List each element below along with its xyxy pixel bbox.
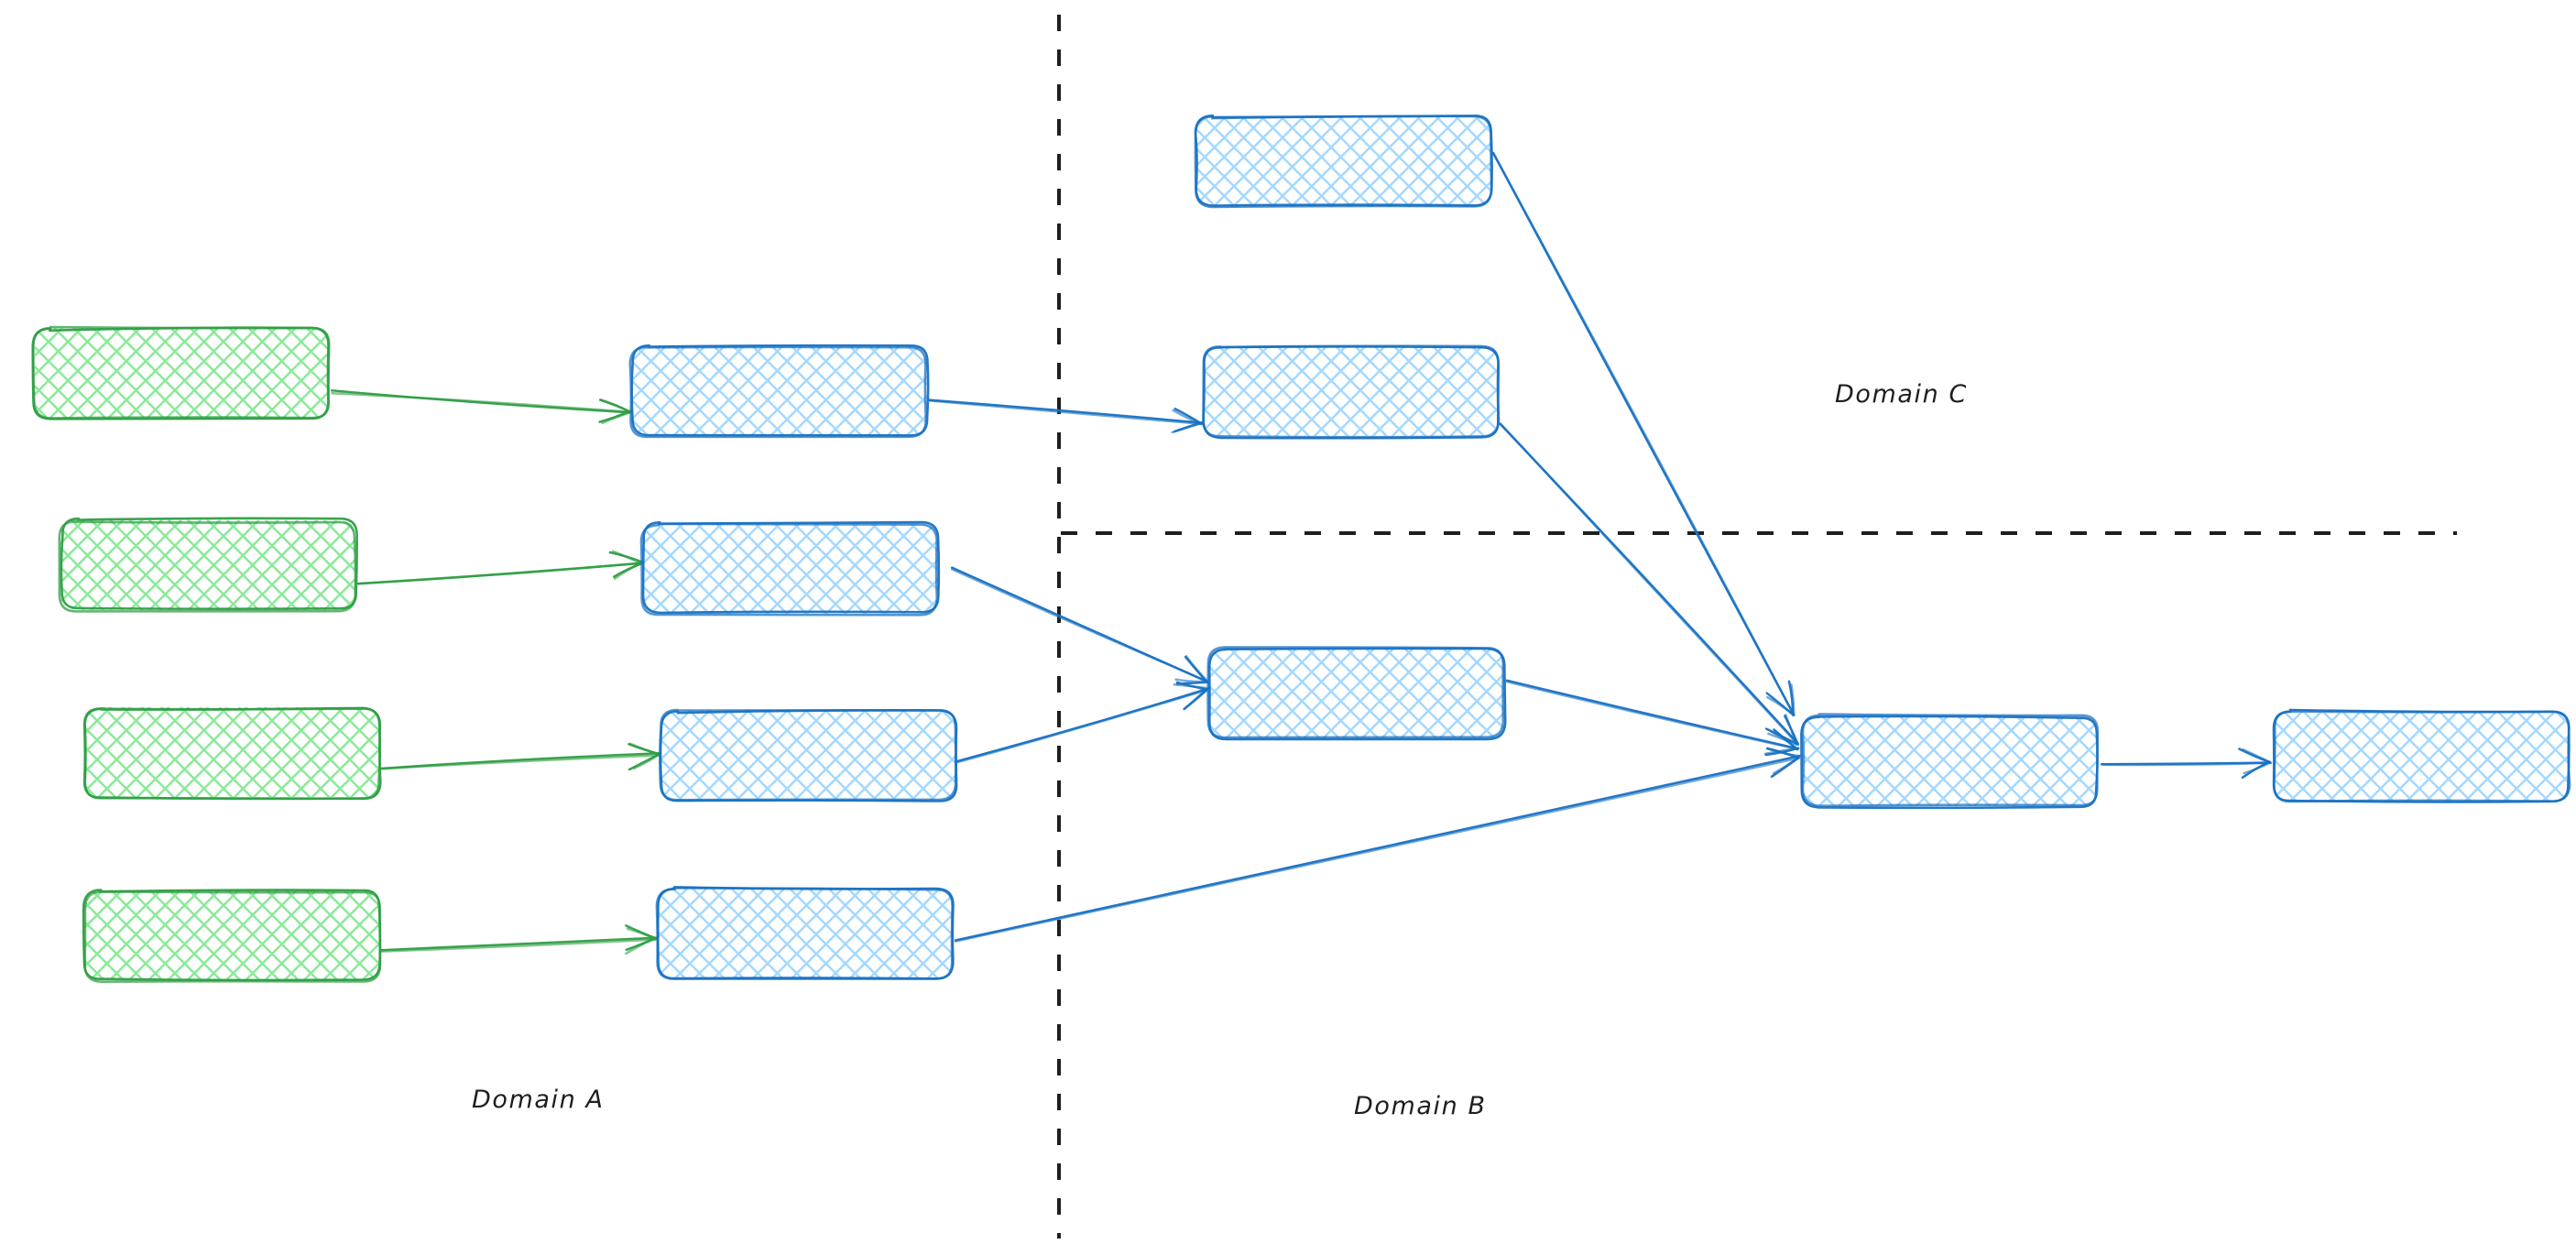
edge-e-out-end (2100, 748, 2273, 780)
node-outline (1206, 646, 1505, 739)
arrowhead-barb (1184, 655, 1209, 683)
arrowhead-barb (1790, 683, 1796, 716)
edge-line (950, 568, 1209, 683)
arrowhead-barb (2242, 748, 2273, 764)
node-outline (1801, 713, 2100, 808)
node-outline (628, 345, 928, 439)
edge-line (1499, 422, 1799, 746)
edge-line (954, 757, 1800, 943)
node-blue-a4[interactable] (655, 886, 955, 980)
edge-e-g4-a4 (380, 924, 659, 955)
node-outline (82, 889, 382, 982)
divider-layer (1057, 15, 2457, 1239)
node-blue-a1[interactable] (628, 344, 930, 439)
node-fill (1803, 715, 2098, 806)
node-outline (58, 519, 357, 613)
edge-line (380, 754, 661, 770)
node-layer (31, 114, 2571, 984)
node-blue-b1[interactable] (1206, 646, 1507, 741)
node-blue-a3[interactable] (659, 708, 958, 802)
node-outline (655, 887, 954, 980)
edge-e-c1-out (1491, 151, 1796, 717)
node-outline (83, 890, 382, 984)
node-fill (642, 523, 939, 615)
node-blue-c2[interactable] (1202, 344, 1501, 440)
arrowhead-barb (1763, 747, 1798, 756)
edge-line (358, 562, 643, 585)
node-outline (82, 707, 382, 801)
node-outline (2273, 710, 2571, 803)
arrowhead-barb (1174, 678, 1209, 683)
node-outline (32, 325, 331, 420)
arrowhead-barb (1785, 714, 1798, 746)
arrowhead-barb (598, 398, 631, 413)
edge-line (955, 687, 1210, 763)
node-blue-a2[interactable] (639, 520, 941, 617)
edge-line (1505, 680, 1800, 751)
arrowhead-barb (626, 927, 658, 941)
edge-e-c2-out (1499, 422, 1800, 746)
node-fill (34, 327, 331, 419)
arrowhead-barb (1766, 695, 1795, 715)
node-fill (60, 519, 355, 611)
arrowhead-barb (601, 410, 633, 424)
edge-e-b1-out (1505, 679, 1800, 757)
arrowhead-barb (612, 550, 642, 565)
arrowhead-barb (1173, 683, 1207, 690)
node-outline (659, 708, 957, 802)
edge-e-a3-b1 (955, 681, 1210, 764)
edge-layer (330, 151, 2273, 955)
node-fill (2274, 713, 2570, 802)
edge-line (380, 938, 657, 953)
edge-line (955, 688, 1209, 764)
edge-e-a4-out (954, 747, 1801, 943)
node-outline (1800, 715, 2099, 810)
arrowhead-barb (1770, 730, 1798, 750)
node-green-3[interactable] (82, 706, 382, 801)
node-green-4[interactable] (82, 889, 382, 984)
node-outline (639, 522, 939, 617)
node-outline (60, 517, 358, 610)
arrowhead-barb (1171, 421, 1205, 434)
node-outline (641, 520, 941, 615)
node-blue-out[interactable] (1800, 713, 2100, 810)
label-domain-c: Domain C (1835, 380, 1969, 409)
edge-e-a2-b1 (950, 566, 1209, 685)
arrowhead-barb (1766, 748, 1800, 758)
edge-e-g2-a2 (356, 550, 644, 585)
node-green-2[interactable] (58, 517, 358, 613)
node-outline (1194, 115, 1493, 209)
edge-line (929, 399, 1205, 426)
node-fill (657, 889, 953, 979)
node-green-1[interactable] (31, 325, 331, 420)
edge-e-a1-c2 (927, 398, 1205, 434)
label-domain-b: Domain B (1354, 1092, 1487, 1120)
edge-line (2101, 761, 2272, 767)
edge-line (1492, 152, 1796, 716)
edge-line (331, 391, 633, 414)
edge-e-g1-a1 (330, 389, 633, 424)
node-fill (1195, 116, 1490, 208)
arrowhead-barb (613, 562, 643, 580)
edge-line (380, 936, 658, 952)
node-fill (631, 346, 928, 436)
node-fill (1208, 649, 1505, 738)
label-domain-a: Domain A (472, 1086, 605, 1114)
node-outline (1202, 344, 1501, 439)
node-blue-end[interactable] (2272, 708, 2571, 803)
arrowhead-barb (2243, 761, 2272, 775)
arrowhead-barb (1183, 688, 1208, 711)
node-fill (84, 889, 380, 980)
node-fill (83, 706, 380, 798)
arrowhead-barb (628, 742, 662, 757)
node-fill (1204, 345, 1500, 436)
node-blue-c1[interactable] (1194, 114, 1493, 209)
arrowhead-barb (1172, 409, 1204, 426)
edge-e-g3-a3 (379, 742, 662, 771)
node-fill (660, 709, 956, 800)
